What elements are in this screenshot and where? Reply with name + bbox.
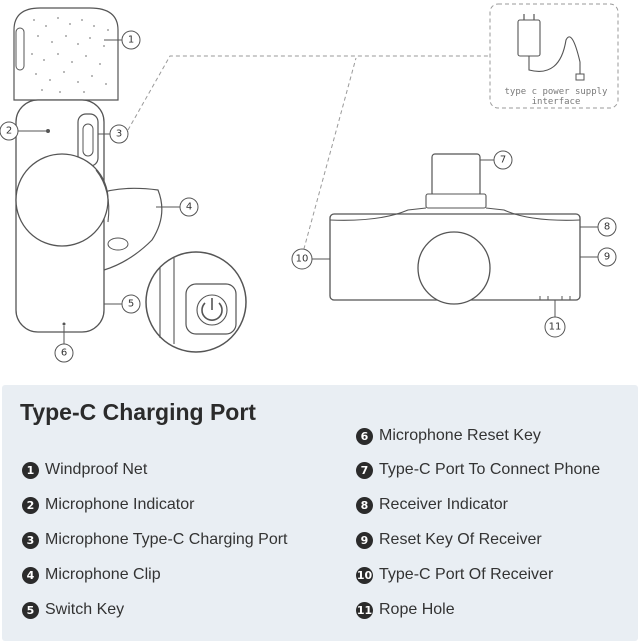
switch-key-zoom-inset: [145, 251, 247, 353]
callout-number: 3: [116, 129, 122, 140]
switch-knob-drawing: [15, 153, 109, 247]
legend-label: Rope Hole: [379, 601, 455, 618]
microphone-clip-drawing: [94, 187, 163, 271]
legend-label: Windproof Net: [45, 461, 148, 478]
legend-number: 5: [22, 601, 39, 619]
legend-label: Reset Key Of Receiver: [379, 531, 542, 548]
legend-label: Switch Key: [45, 601, 125, 618]
power-supply-label-line2: interface: [532, 97, 581, 107]
dashed-connectors: [127, 55, 488, 257]
callout-number: 9: [604, 252, 610, 263]
callout-number: 6: [61, 348, 67, 359]
legend-number: 10: [356, 566, 373, 584]
legend-label: Microphone Indicator: [45, 496, 195, 513]
legend-number: 4: [22, 566, 39, 584]
legend-label: Receiver Indicator: [379, 496, 508, 513]
callout-marker: [493, 150, 513, 170]
callout-marker: [597, 217, 617, 237]
callout-marker: [121, 294, 141, 314]
callout-marker: [121, 30, 141, 50]
legend-label: Type-C Port To Connect Phone: [379, 461, 601, 478]
legend-item: 10 Type-C Port Of Receiver: [356, 566, 553, 584]
type-c-plug-drawing: [431, 153, 481, 197]
legend-number: 1: [22, 461, 39, 479]
legend-item: 4 Microphone Clip: [22, 566, 161, 584]
legend-number: 9: [356, 531, 373, 549]
legend-item: 5 Switch Key: [22, 601, 124, 619]
power-supply-label-line1: type c power supply: [505, 87, 609, 97]
callout-markers: 1 2 3 4 5 6 7 8 9 10 11: [0, 30, 617, 363]
legend-number: 3: [22, 531, 39, 549]
legend-item: 6 Microphone Reset Key: [356, 427, 541, 445]
callout-marker: [179, 197, 199, 217]
legend-number: 7: [356, 461, 373, 479]
receiver-drawing: [329, 153, 581, 305]
callout-number: 11: [549, 322, 562, 333]
callout-number: 10: [296, 254, 309, 265]
legend-item: 9 Reset Key Of Receiver: [356, 531, 542, 549]
legend-item: 8 Receiver Indicator: [356, 496, 508, 514]
legend-item: 11 Rope Hole: [356, 601, 455, 619]
power-supply-inset: type c power supply interface: [489, 3, 619, 109]
callout-number: 1: [128, 35, 134, 46]
legend-label: Microphone Clip: [45, 566, 161, 583]
windproof-net-drawing: [13, 7, 119, 101]
callout-marker: [54, 343, 74, 363]
legend-item: 1 Windproof Net: [22, 461, 147, 479]
product-diagram: type c power supply interface 1 2: [0, 3, 619, 363]
legend-number: 2: [22, 496, 39, 514]
callout-number: 7: [500, 155, 506, 166]
callout-leaders: [18, 39, 598, 344]
callout-number: 2: [6, 126, 12, 137]
callout-marker: [544, 316, 566, 338]
legend-number: 8: [356, 496, 373, 514]
legend-number: 6: [356, 427, 373, 445]
legend-panel: Type-C Charging Port 1 Windproof Net 2 M…: [2, 385, 638, 641]
legend-label: Microphone Type-C Charging Port: [45, 531, 288, 548]
legend-item: 7 Type-C Port To Connect Phone: [356, 461, 600, 479]
legend-title: Type-C Charging Port: [20, 399, 256, 425]
callout-marker: [597, 247, 617, 267]
legend-number: 11: [356, 601, 373, 619]
callout-number: 4: [186, 202, 192, 213]
microphone-indicator-dot: [46, 129, 50, 133]
callout-number: 5: [128, 299, 134, 310]
callout-marker: [0, 121, 19, 141]
legend-label: Microphone Reset Key: [379, 427, 541, 444]
legend-item: 3 Microphone Type-C Charging Port: [22, 531, 288, 549]
legend-label: Type-C Port Of Receiver: [379, 566, 554, 583]
power-icon: [201, 302, 223, 321]
callout-number: 8: [604, 222, 610, 233]
legend-item: 2 Microphone Indicator: [22, 496, 194, 514]
callout-marker: [291, 248, 313, 270]
callout-marker: [109, 124, 129, 144]
